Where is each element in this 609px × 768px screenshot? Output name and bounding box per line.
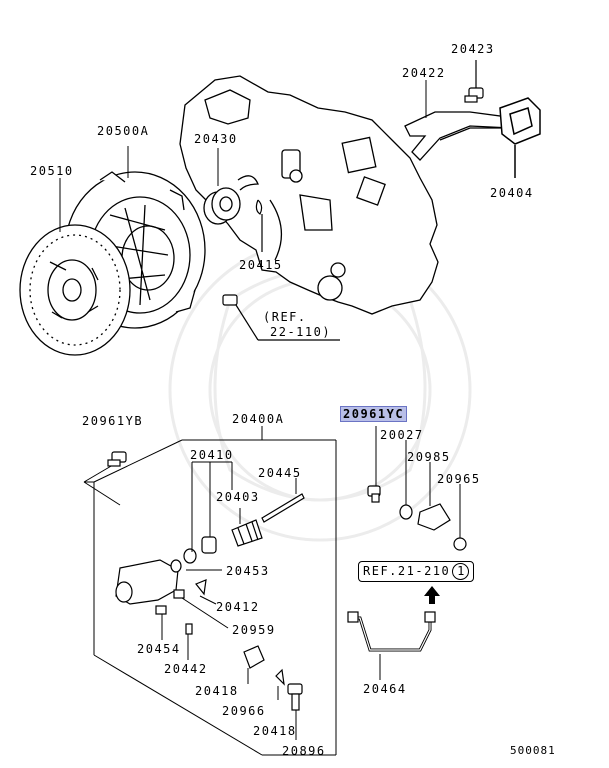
label-20422: 20422 (402, 66, 446, 80)
ref-21-210-label: REF.21-210 (363, 564, 451, 578)
label-20403: 20403 (216, 490, 260, 504)
label-20454: 20454 (137, 642, 181, 656)
label-20985: 20985 (407, 450, 451, 464)
label-20500A: 20500A (97, 124, 150, 138)
boot-20404 (499, 97, 541, 178)
label-ref-22-110-line2: 22-110) (270, 325, 332, 339)
figure-number: 500081 (510, 744, 556, 757)
label-20961YC-highlighted[interactable]: 20961YC (340, 406, 408, 422)
clutch-disc (19, 224, 131, 356)
release-fork (404, 111, 516, 161)
label-20442: 20442 (164, 662, 208, 676)
label-20415: 20415 (239, 258, 283, 272)
clutch-cylinder-parts (107, 451, 467, 711)
label-20896: 20896 (282, 744, 326, 758)
arrow-up-icon (424, 586, 440, 604)
label-20453: 20453 (226, 564, 270, 578)
label-20965: 20965 (437, 472, 481, 486)
label-20966: 20966 (222, 704, 266, 718)
label-20400A: 20400A (232, 412, 285, 426)
label-20027: 20027 (380, 428, 424, 442)
label-20464: 20464 (363, 682, 407, 696)
label-20445: 20445 (258, 466, 302, 480)
ref-circle-number: 1 (452, 563, 470, 580)
ref-bolt-22-110 (222, 294, 340, 341)
transmission-housing (179, 75, 439, 315)
label-20430: 20430 (194, 132, 238, 146)
clip-20415 (255, 199, 263, 252)
label-20959: 20959 (232, 623, 276, 637)
bolt-20423 (464, 60, 484, 103)
label-ref-22-110-line1: (REF. (263, 310, 307, 324)
clutch-cylinder-kit-frame (83, 426, 337, 756)
label-20423: 20423 (451, 42, 495, 56)
label-20404: 20404 (490, 186, 534, 200)
label-20510: 20510 (30, 164, 74, 178)
leader-lines-upper (59, 80, 427, 232)
label-20412: 20412 (216, 600, 260, 614)
label-20418-a: 20418 (195, 684, 239, 698)
leader-lines-lower (161, 426, 461, 740)
label-20418-b: 20418 (253, 724, 297, 738)
label-20410: 20410 (190, 448, 234, 462)
release-bearing (203, 175, 259, 225)
label-20961YB: 20961YB (82, 414, 144, 428)
